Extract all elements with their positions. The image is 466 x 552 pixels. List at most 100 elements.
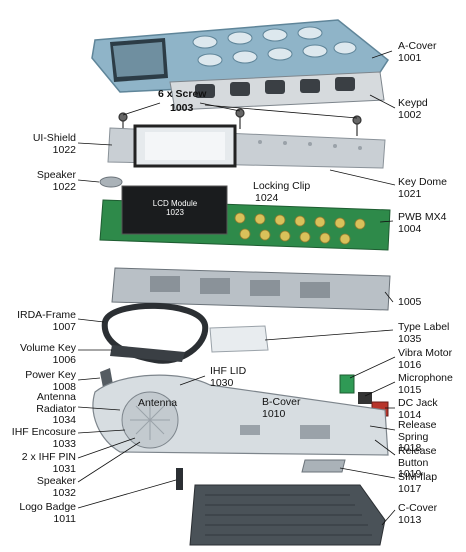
part-code: 1024 [255, 191, 279, 204]
part-name: Release Button [398, 445, 437, 469]
part-code: 1003 [170, 102, 194, 114]
part-name: DC Jack [398, 397, 438, 409]
label-frame: 1005 [398, 296, 422, 309]
leader-lines [77, 50, 396, 526]
part-code: 1002 [398, 108, 422, 121]
part-name: PWB MX4 [398, 211, 447, 223]
part-name: Release Spring [398, 419, 437, 443]
part-code: 1006 [52, 353, 76, 366]
microphone-part [358, 392, 372, 404]
part-name: Speaker [36, 169, 76, 181]
part-code: 1022 [52, 143, 76, 156]
part-code: 1035 [398, 332, 422, 345]
volume-key-part [110, 345, 185, 362]
part-code: 1019 [398, 468, 422, 480]
part-code: 1005 [398, 296, 422, 308]
part-code: 1004 [398, 222, 422, 235]
part-name: 2 x IHF PIN [21, 451, 76, 463]
a-cover-part [91, 19, 389, 93]
part-name: Vibra Motor [398, 347, 453, 359]
b-cover-part [92, 374, 389, 456]
part-code: 1015 [398, 383, 422, 396]
part-code: 1014 [398, 408, 422, 421]
sim-flap-part [301, 459, 346, 473]
part-code: 1023 [166, 208, 184, 217]
label-antenna: Antenna [138, 397, 178, 410]
part-code: 1011 [53, 512, 76, 525]
part-name: LCD Module [152, 199, 198, 208]
part-code: 1016 [398, 358, 422, 371]
part-code: 1021 [398, 187, 422, 200]
part-name: SIM-flap [398, 471, 438, 483]
keypad-part [169, 71, 385, 111]
part-name: Volume Key [19, 342, 76, 354]
part-name: Key Dome [398, 176, 448, 188]
part-name: Power Key [25, 369, 76, 381]
part-code: 1022 [52, 180, 76, 193]
lcd-module-part [121, 185, 228, 235]
part-code: 1008 [52, 380, 76, 393]
c-cover-part [189, 484, 386, 546]
label-screws: 6 x Screw [158, 88, 207, 101]
label-screws-code: 1003 [170, 102, 194, 115]
part-name: UI-Shield [32, 132, 76, 144]
part-name: Keypd [398, 97, 428, 109]
part-code: 1033 [52, 437, 76, 450]
part-name: 6 x Screw [158, 88, 207, 100]
part-name: Microphone [398, 372, 453, 384]
type-label-part [209, 325, 269, 353]
ui-shield-part [107, 124, 386, 169]
part-name: B-Cover [262, 396, 301, 408]
part-code: 1032 [52, 486, 76, 499]
part-code: 1001 [398, 51, 422, 64]
speaker-top-part [99, 176, 123, 188]
part-name: A-Cover [398, 40, 437, 52]
part-code: 1010 [262, 407, 286, 420]
vibra-motor-part [339, 374, 355, 394]
part-name: Antenna [138, 397, 178, 409]
part-code: 1013 [398, 513, 422, 526]
part-name: Antenna Radiator [36, 391, 76, 415]
part-name: Locking Clip [253, 180, 311, 192]
part-name: IHF LID [210, 365, 247, 377]
part-code: 1030 [210, 376, 234, 389]
part-name: IRDA-Frame [17, 309, 76, 321]
part-name: Type Label [398, 321, 450, 333]
part-code: 1007 [52, 320, 76, 333]
part-code: 1031 [52, 462, 76, 475]
part-name: Logo Badge [19, 501, 76, 513]
part-code: 1018 [398, 442, 422, 454]
part-name: C-Cover [398, 502, 438, 514]
part-code: 1017 [398, 482, 422, 495]
part-code: 1034 [52, 414, 76, 426]
part-name: IHF Encosure [11, 426, 76, 438]
part-name: Speaker [36, 475, 76, 487]
chassis-frame-part [111, 267, 391, 311]
